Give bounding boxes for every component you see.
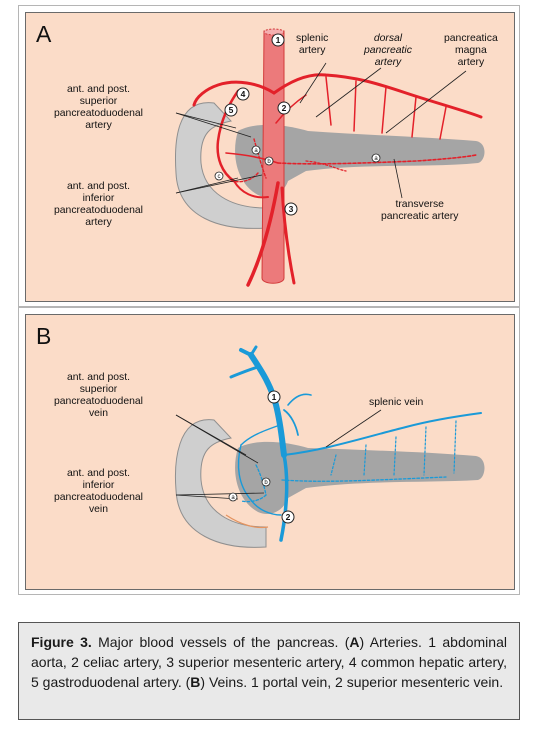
caption-text-2: ) Arteries. 1 abdominal aorta, 2 celiac … bbox=[31, 634, 507, 690]
marker-a-5: 5 bbox=[229, 105, 234, 115]
marker-a-4: 4 bbox=[241, 89, 246, 99]
caption-panel-b-ref: B bbox=[190, 674, 201, 690]
pancreas-shape bbox=[235, 124, 485, 198]
label-splenic-vein: splenic vein bbox=[369, 397, 424, 408]
pancreas-shape-b bbox=[235, 441, 485, 515]
marker-a-1: 1 bbox=[276, 35, 281, 45]
artery-branches bbox=[192, 73, 483, 287]
duodenum-margin-b bbox=[225, 514, 269, 529]
arteries-diagram: 1 2 3 4 5 a b c a bbox=[174, 28, 485, 287]
caption-text-3: ) Veins. 1 portal vein, 2 superior mesen… bbox=[200, 674, 504, 690]
figure-label: Figure 3. bbox=[31, 634, 92, 650]
small-mark-a-1: b bbox=[267, 159, 271, 165]
marker-a-2: 2 bbox=[282, 103, 287, 113]
aorta-opening bbox=[263, 28, 285, 36]
leader-lines-b bbox=[175, 409, 382, 500]
small-mark-a-0: a bbox=[254, 148, 258, 154]
small-mark-a-3: a bbox=[374, 156, 378, 162]
marker-b-2: 2 bbox=[286, 512, 291, 522]
panel-b-letter: B bbox=[36, 323, 52, 349]
aorta-vessel bbox=[261, 30, 285, 284]
caption-panel-a-ref: A bbox=[349, 634, 360, 650]
duodenum-shape-b bbox=[174, 419, 267, 548]
veins-diagram: 1 2 b a bbox=[174, 345, 485, 548]
number-markers-a bbox=[214, 33, 381, 216]
panel-a-letter: A bbox=[36, 21, 52, 47]
small-mark-b-0: b bbox=[264, 480, 268, 486]
figure-caption: Figure 3. Major blood vessels of the pan… bbox=[18, 622, 520, 720]
marker-a-3: 3 bbox=[289, 204, 294, 214]
vein-branches bbox=[229, 345, 482, 542]
marker-b-1: 1 bbox=[272, 392, 277, 402]
caption-text-1: Major blood vessels of the pancreas. ( bbox=[91, 634, 350, 650]
small-mark-b-1: a bbox=[231, 495, 235, 501]
small-mark-labels-a: a b c a bbox=[218, 148, 379, 180]
number-labels-b: 1 2 bbox=[272, 392, 291, 522]
small-mark-a-2: c bbox=[218, 174, 221, 180]
number-markers-b bbox=[228, 390, 295, 524]
number-labels-a: 1 2 3 4 5 bbox=[229, 35, 294, 214]
small-mark-labels-b: b a bbox=[231, 480, 268, 501]
leader-lines-a bbox=[175, 62, 467, 199]
